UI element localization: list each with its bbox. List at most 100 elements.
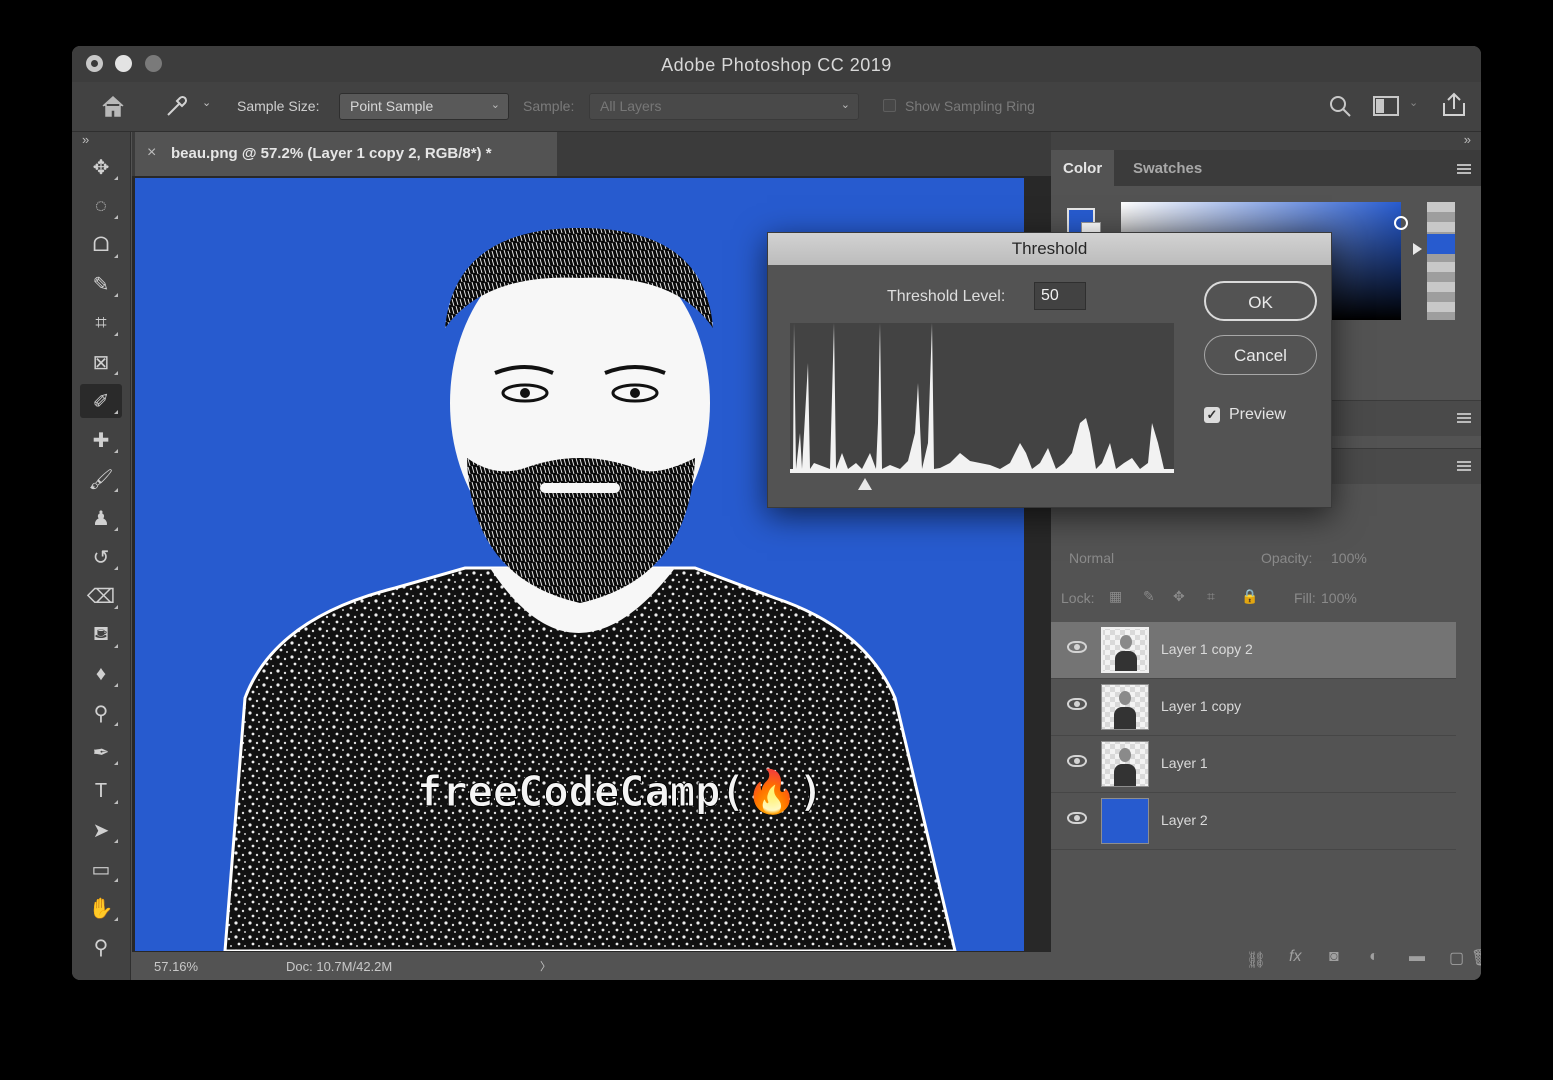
lock-transparent-icon[interactable]: ▦ [1109, 588, 1123, 604]
lock-move-icon[interactable]: ✥ [1173, 588, 1185, 604]
hue-slider-arrow-icon[interactable] [1413, 243, 1422, 255]
opacity-value[interactable]: 100% [1331, 550, 1367, 566]
lock-artboard-icon[interactable]: ⌗ [1207, 588, 1215, 604]
show-sampling-ring-label: Show Sampling Ring [905, 98, 1035, 114]
collapse-panels-icon[interactable]: » [1463, 132, 1471, 147]
more-tools-corner-icon [114, 215, 118, 219]
search-icon[interactable] [1328, 94, 1352, 118]
healing-brush-tool[interactable]: ✚ [80, 423, 122, 457]
blend-mode-select[interactable]: Normal [1069, 550, 1115, 566]
rectangle-tool[interactable]: ▭ [80, 852, 122, 886]
pen-tool[interactable]: ✒ [80, 735, 122, 769]
adjustment-layer-icon[interactable]: ◐ [1369, 948, 1379, 965]
lock-brush-icon[interactable]: ✎ [1143, 588, 1155, 604]
more-tools-corner-icon [114, 410, 118, 414]
hand-tool[interactable]: ✋ [80, 891, 122, 925]
visibility-eye-icon[interactable] [1067, 755, 1087, 767]
visibility-eye-icon[interactable] [1067, 641, 1087, 653]
layer-name[interactable]: Layer 1 [1161, 755, 1208, 771]
new-layer-icon[interactable]: ▢ [1449, 950, 1465, 967]
sample-select[interactable]: All Layers ⌄ [589, 93, 859, 120]
layer-name[interactable]: Layer 1 copy [1161, 698, 1242, 714]
link-layers-icon[interactable]: ⛓ [1246, 952, 1267, 969]
layer-name[interactable]: Layer 1 copy 2 [1161, 641, 1253, 657]
more-tools-corner-icon [114, 488, 118, 492]
eyedropper-preset-icon[interactable] [164, 93, 190, 119]
threshold-level-label: Threshold Level: [887, 288, 1006, 305]
blur-tool[interactable]: ♦ [80, 657, 122, 691]
layer-thumbnail[interactable] [1101, 798, 1149, 844]
layer-name[interactable]: Layer 2 [1161, 812, 1208, 828]
share-icon[interactable] [1440, 91, 1468, 119]
layer-style-icon[interactable]: fx [1289, 948, 1302, 965]
threshold-level-input[interactable]: 50 [1034, 282, 1086, 310]
add-mask-icon[interactable]: ◙ [1329, 948, 1339, 965]
threshold-slider-handle[interactable] [858, 478, 873, 490]
tab-swatches[interactable]: Swatches [1133, 160, 1203, 177]
histogram[interactable] [790, 323, 1174, 473]
quick-selection-tool[interactable]: ✎ [80, 267, 122, 301]
beard-shape [467, 458, 695, 603]
visibility-eye-icon[interactable] [1067, 698, 1087, 710]
show-sampling-ring-checkbox[interactable] [883, 99, 896, 112]
dodge-tool[interactable]: ⚲ [80, 696, 122, 730]
status-bar: 57.16% Doc: 10.7M/42.2M 〉 [132, 952, 1051, 980]
tab-color[interactable]: Color [1051, 150, 1115, 186]
document-tab-title: beau.png @ 57.2% (Layer 1 copy 2, RGB/8*… [171, 145, 492, 162]
layer-thumbnail[interactable] [1101, 741, 1149, 787]
workspace-icon[interactable] [1372, 94, 1400, 118]
fill-value[interactable]: 100% [1321, 590, 1357, 606]
home-icon[interactable] [100, 94, 126, 118]
delete-layer-icon[interactable]: 🗑 [1471, 948, 1481, 968]
eyedropper-tool[interactable]: ✐ [80, 384, 122, 418]
panel-menu-icon[interactable] [1457, 164, 1471, 174]
maximize-window-button[interactable] [145, 55, 162, 72]
more-tools-corner-icon [114, 449, 118, 453]
layer-row[interactable]: Layer 1 copy 2 [1051, 622, 1456, 679]
new-group-icon[interactable]: ▬ [1409, 948, 1425, 965]
move-tool-icon: ✥ [92, 156, 110, 179]
lock-all-icon[interactable]: 🔒 [1241, 588, 1259, 604]
layer-row[interactable]: Layer 2 [1051, 793, 1456, 850]
minimize-window-button[interactable] [115, 55, 132, 72]
preset-chevron-down-icon[interactable]: ⌄ [202, 97, 212, 109]
hue-slider[interactable] [1427, 202, 1455, 320]
layer-thumbnail[interactable] [1101, 627, 1149, 673]
document-canvas[interactable]: freeCodeCamp(🔥) [135, 178, 1024, 951]
path-selection-tool[interactable]: ➤ [80, 813, 122, 847]
ok-button[interactable]: OK [1204, 281, 1317, 321]
marquee-tool[interactable]: ◌ [80, 189, 122, 223]
zoom-level[interactable]: 57.16% [154, 959, 199, 974]
visibility-eye-icon[interactable] [1067, 812, 1087, 824]
cancel-button[interactable]: Cancel [1204, 335, 1317, 375]
collapse-toolbar-icon[interactable]: » [82, 132, 90, 147]
layer-row[interactable]: Layer 1 copy [1051, 679, 1456, 736]
panel-menu-icon[interactable] [1457, 413, 1471, 423]
shirt-shape [223, 566, 957, 951]
eraser-tool[interactable]: ⌫ [80, 579, 122, 613]
paint-bucket-tool[interactable]: ⛾ [80, 618, 122, 652]
type-tool[interactable]: T [80, 774, 122, 808]
preview-checkbox[interactable]: ✓ [1204, 407, 1220, 423]
options-bar: ⌄ Sample Size: Point Sample ⌄ Sample: Al… [72, 82, 1481, 132]
sample-size-select[interactable]: Point Sample ⌄ [339, 93, 509, 120]
lasso-tool[interactable]: ᗝ [80, 228, 122, 262]
workspace-chevron-down-icon[interactable]: ⌄ [1409, 97, 1419, 109]
clone-stamp-tool[interactable]: ♟ [80, 501, 122, 535]
color-picker-ring[interactable] [1394, 216, 1408, 230]
move-tool[interactable]: ✥ [80, 150, 122, 184]
frame-tool[interactable]: ⊠ [80, 345, 122, 379]
document-tab[interactable]: × beau.png @ 57.2% (Layer 1 copy 2, RGB/… [135, 132, 557, 176]
close-window-button[interactable] [86, 55, 103, 72]
panel-menu-icon[interactable] [1457, 461, 1471, 471]
layer-thumbnail[interactable] [1101, 684, 1149, 730]
status-menu-arrow-icon[interactable]: 〉 [540, 961, 551, 973]
crop-tool[interactable]: ⌗ [80, 306, 122, 340]
layer-row[interactable]: Layer 1 [1051, 736, 1456, 793]
zoom-tool[interactable]: ⚲ [80, 930, 122, 964]
close-tab-icon[interactable]: × [147, 144, 157, 161]
history-brush-tool[interactable]: ↺ [80, 540, 122, 574]
sample-size-value: Point Sample [350, 98, 434, 114]
brush-tool[interactable]: 🖌 [80, 462, 122, 496]
shirt-text: freeCodeCamp(🔥) [417, 767, 823, 816]
